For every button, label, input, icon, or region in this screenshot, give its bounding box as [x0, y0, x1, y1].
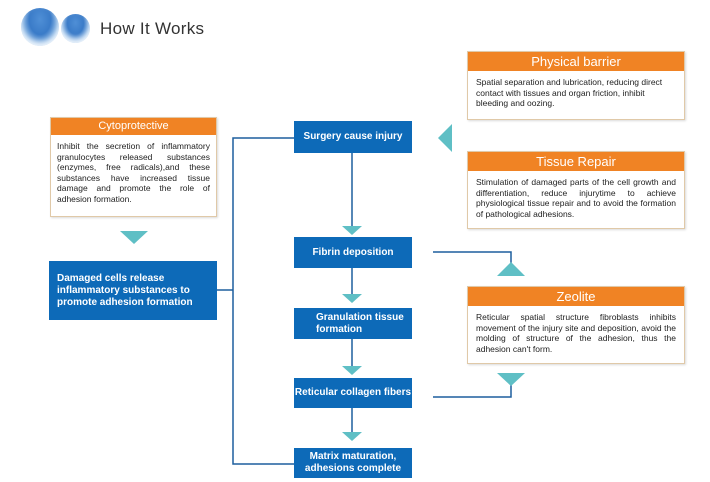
connector-fibrin-zeolite	[433, 251, 512, 264]
flow-step-reticular-collagen: Reticular collagen fibers	[294, 378, 412, 408]
side-step-damaged-cells: Damaged cells release inflammatory subst…	[49, 261, 217, 320]
flow-step-granulation-tissue: Granulation tissue formation	[294, 308, 412, 339]
card-title: Cytoprotective	[51, 118, 216, 135]
card-title: Tissue Repair	[468, 152, 684, 171]
connector-reticular-zeolite	[433, 384, 512, 398]
card-cytoprotective: Cytoprotective Inhibit the secretion of …	[50, 117, 217, 217]
page-title: How It Works	[100, 19, 205, 38]
flow-step-label: Reticular collagen fibers	[294, 387, 412, 398]
flow-step-fibrin-deposition: Fibrin deposition	[294, 237, 412, 268]
flow-step-label: Surgery cause injury	[303, 131, 403, 142]
arrow-down-icon	[342, 432, 362, 441]
arrow-down-icon	[342, 294, 362, 303]
arrow-down-icon	[342, 226, 362, 235]
flow-step-label: Granulation tissue formation	[316, 311, 404, 335]
arrow-down-icon	[497, 373, 525, 386]
logo-sphere-small-icon	[61, 14, 90, 43]
card-body: Reticular spatial structure fibroblasts …	[476, 312, 676, 354]
arrow-down-icon	[120, 231, 148, 244]
arrow-up-icon	[497, 262, 525, 276]
card-title: Physical barrier	[468, 52, 684, 71]
connector-left-bracket	[232, 137, 294, 465]
arrow-down-icon	[342, 366, 362, 375]
flow-step-label: Matrix maturation, adhesions complete	[304, 451, 402, 474]
card-zeolite: Zeolite Reticular spatial structure fibr…	[467, 286, 685, 364]
logo-sphere-large-icon	[21, 8, 59, 46]
side-step-label: Damaged cells release inflammatory subst…	[57, 272, 193, 308]
flow-step-matrix-maturation: Matrix maturation, adhesions complete	[294, 448, 412, 478]
card-physical-barrier: Physical barrier Spatial separation and …	[467, 51, 685, 120]
card-title: Zeolite	[468, 287, 684, 306]
flow-step-surgery-injury: Surgery cause injury	[294, 121, 412, 153]
card-tissue-repair: Tissue Repair Stimulation of damaged par…	[467, 151, 685, 229]
arrow-left-icon	[438, 124, 452, 152]
card-body: Inhibit the secretion of inflammatory gr…	[57, 141, 210, 204]
card-body: Spatial separation and lubrication, redu…	[476, 77, 663, 108]
flow-step-label: Fibrin deposition	[312, 246, 394, 258]
card-body: Stimulation of damaged parts of the cell…	[476, 177, 676, 219]
